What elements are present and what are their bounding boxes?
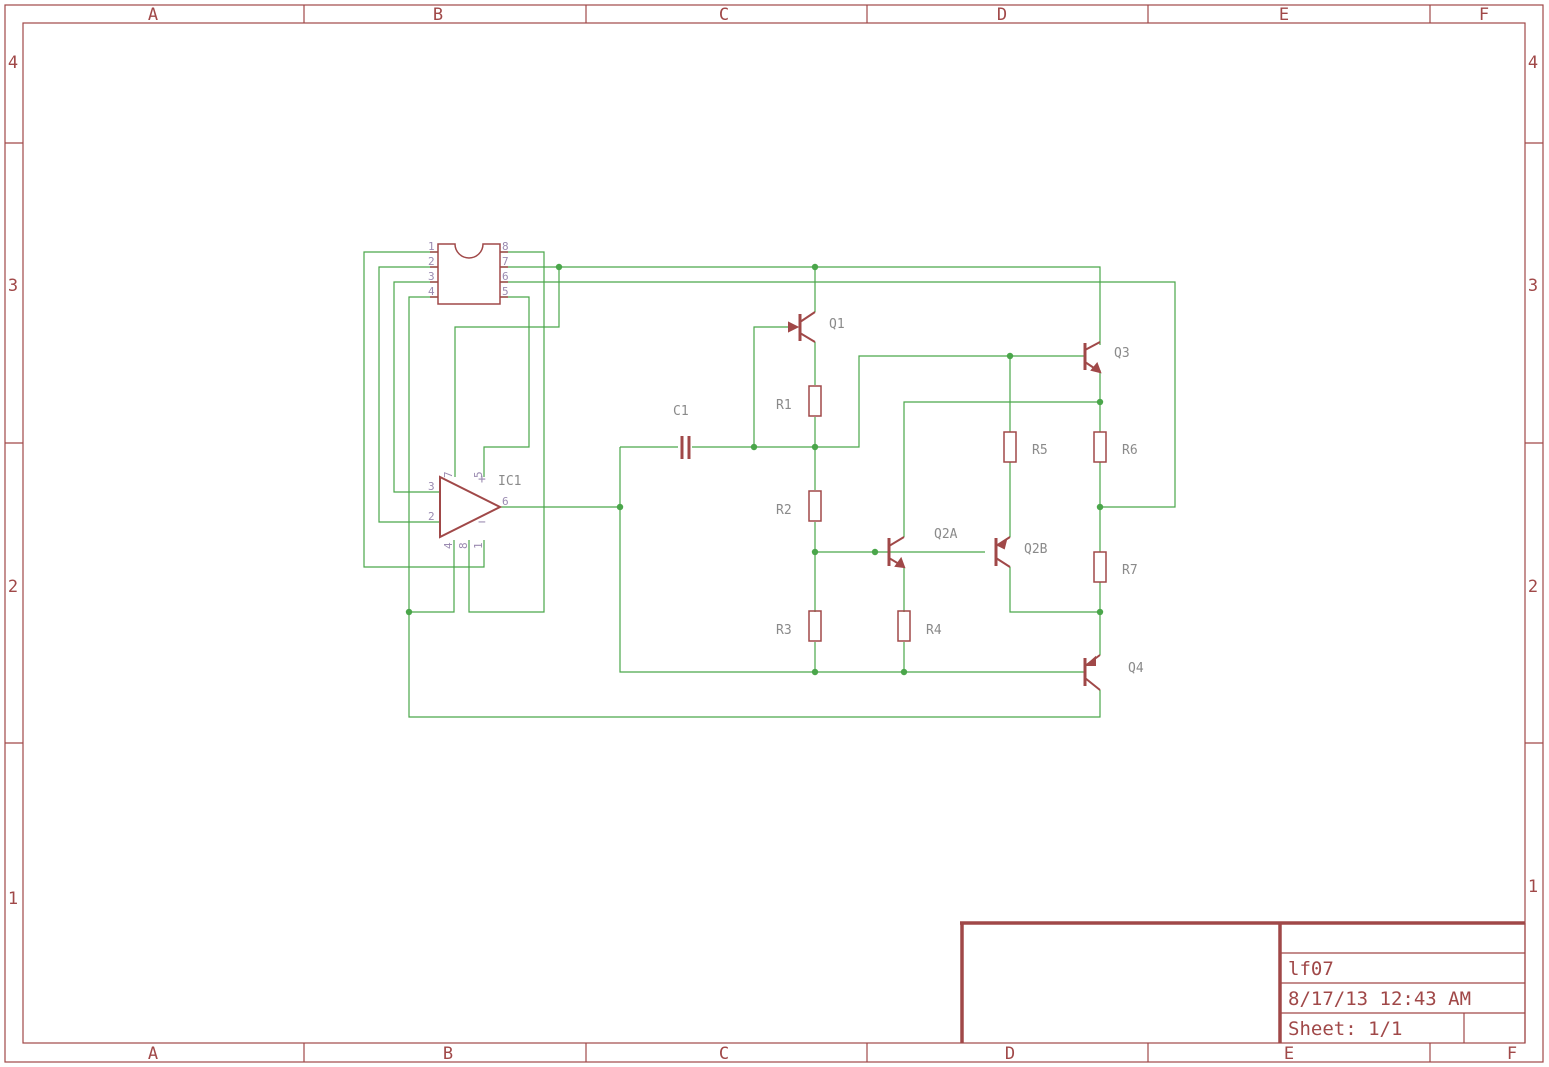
row-label-right: 1 xyxy=(1528,877,1538,897)
opamp-pin-label: 2 xyxy=(428,510,435,523)
opamp-pin-label: 5 xyxy=(472,471,485,478)
col-label-bottom: B xyxy=(443,1044,453,1064)
q1-label: Q1 xyxy=(829,317,845,332)
opamp-pin-label: 6 xyxy=(502,495,509,508)
dip-pin-label: 6 xyxy=(502,270,509,283)
row-label-left: 2 xyxy=(8,577,18,597)
junctions xyxy=(405,263,1104,676)
capacitor-c1-symbol xyxy=(680,436,691,459)
opamp-plus-sign: + xyxy=(478,472,486,487)
col-label-top: A xyxy=(148,5,158,25)
transistor-q3-symbol xyxy=(1083,341,1102,374)
col-label-bottom: D xyxy=(1005,1044,1015,1064)
r7-label: R7 xyxy=(1122,563,1138,578)
row-label-left: 4 xyxy=(8,53,18,73)
row-dividers xyxy=(5,142,1543,744)
r4-label: R4 xyxy=(926,623,942,638)
col-label-bottom: C xyxy=(719,1044,729,1064)
resistor-r3-symbol xyxy=(808,610,822,642)
dip-package-symbol xyxy=(430,243,508,305)
transistor-q1-symbol xyxy=(788,311,816,343)
q2a-label: Q2A xyxy=(934,527,958,542)
q4-label: Q4 xyxy=(1128,661,1144,676)
column-dividers xyxy=(303,5,1431,1062)
dip-pin-label: 4 xyxy=(428,285,435,298)
opamp-pin-label: 8 xyxy=(457,542,470,549)
title-block-date: 8/17/13 12:43 AM xyxy=(1288,988,1471,1010)
resistor-r6-symbol xyxy=(1093,431,1107,463)
col-label-bottom: A xyxy=(148,1044,158,1064)
outer-frame xyxy=(4,4,1544,1063)
r1-label: R1 xyxy=(776,398,792,413)
opamp-minus-sign: − xyxy=(478,515,486,530)
row-label-right: 4 xyxy=(1528,53,1538,73)
resistor-symbols xyxy=(808,385,1107,642)
opamp-symbol xyxy=(439,475,503,539)
title-block-sheet: Sheet: 1/1 xyxy=(1288,1018,1402,1040)
col-label-top: C xyxy=(719,5,729,25)
inner-frame xyxy=(22,22,1526,1044)
col-label-bottom: E xyxy=(1284,1044,1294,1064)
resistor-r1-symbol xyxy=(808,385,822,417)
row-label-left: 3 xyxy=(8,276,18,296)
wires xyxy=(363,251,1176,718)
row-label-right: 3 xyxy=(1528,276,1538,296)
dip-pin-label: 1 xyxy=(428,240,435,253)
ic1-label: IC1 xyxy=(498,474,521,489)
r5-label: R5 xyxy=(1032,443,1048,458)
dip-pin-label: 8 xyxy=(502,240,509,253)
resistor-r2-symbol xyxy=(808,490,822,522)
col-label-top: F xyxy=(1479,5,1489,25)
r3-label: R3 xyxy=(776,623,792,638)
col-label-top: D xyxy=(997,5,1007,25)
opamp-pin-label: 7 xyxy=(442,471,455,478)
col-label-top: E xyxy=(1279,5,1289,25)
q3-label: Q3 xyxy=(1114,346,1130,361)
opamp-pin-label: 1 xyxy=(472,542,485,549)
title-block-name: lf07 xyxy=(1288,958,1334,980)
dip-pin-label: 3 xyxy=(428,270,435,283)
r6-label: R6 xyxy=(1122,443,1138,458)
c1-label: C1 xyxy=(673,404,689,419)
col-label-top: B xyxy=(433,5,443,25)
opamp-pin-label: 3 xyxy=(428,480,435,493)
r2-label: R2 xyxy=(776,503,792,518)
resistor-r5-symbol xyxy=(1003,431,1017,463)
title-block xyxy=(960,921,1526,1043)
transistor-q2b-symbol xyxy=(994,536,1011,568)
resistor-r4-symbol xyxy=(897,610,911,642)
opamp-pin-label: 4 xyxy=(442,542,455,549)
transistor-q4-symbol xyxy=(1083,654,1101,691)
resistor-r7-symbol xyxy=(1093,551,1107,583)
dip-pin-label: 5 xyxy=(502,285,509,298)
transistor-q2a-symbol xyxy=(887,536,906,569)
col-label-bottom: F xyxy=(1507,1044,1517,1064)
row-label-left: 1 xyxy=(8,889,18,909)
dip-pin-label: 2 xyxy=(428,255,435,268)
dip-pin-label: 7 xyxy=(502,255,509,268)
q2b-label: Q2B xyxy=(1024,542,1048,557)
row-label-right: 2 xyxy=(1528,577,1538,597)
